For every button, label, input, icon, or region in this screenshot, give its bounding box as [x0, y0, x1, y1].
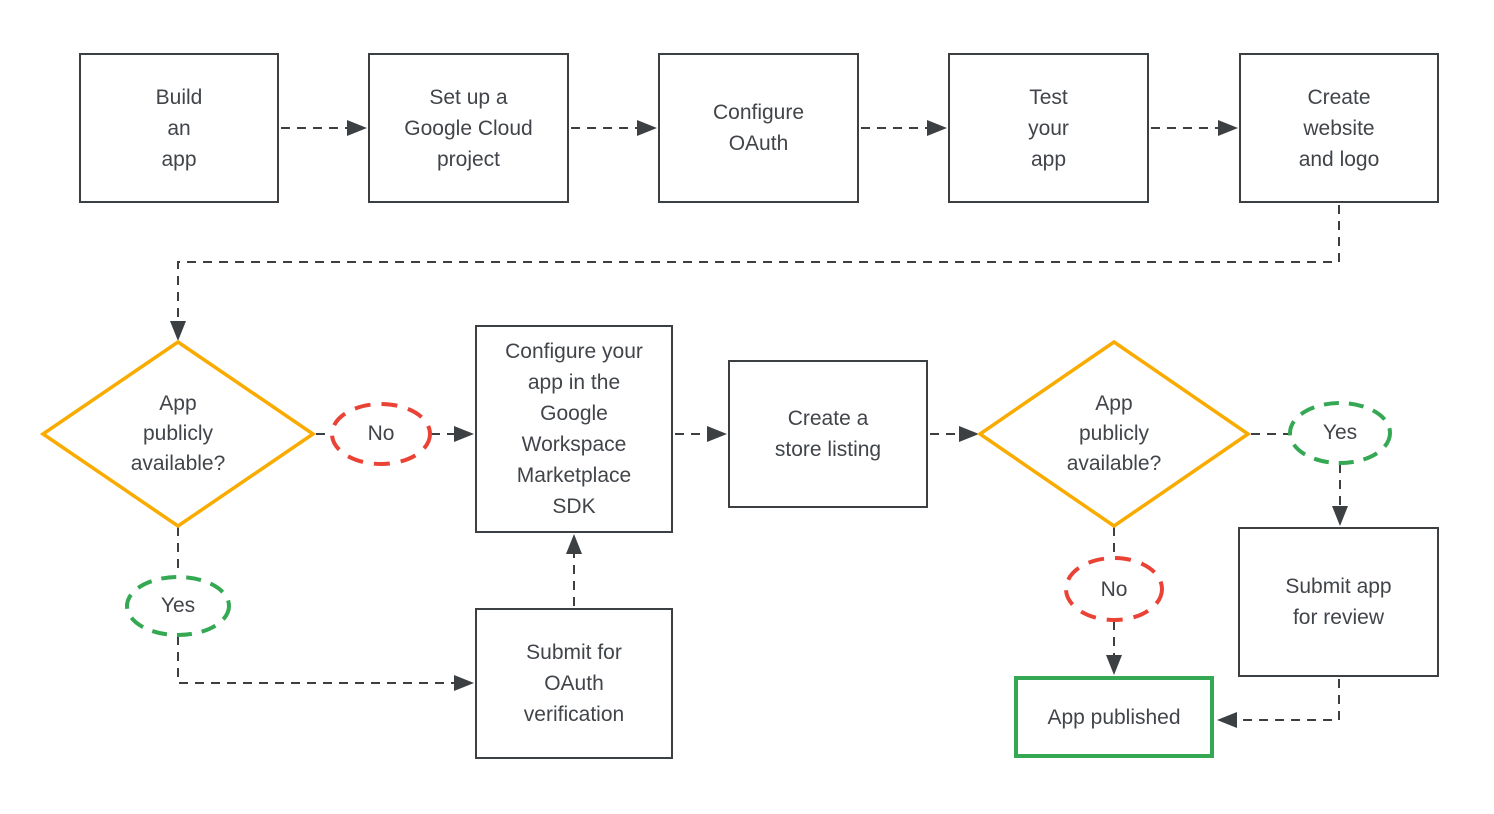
no-ellipse-2 [1064, 556, 1164, 622]
no-label-2: No [1100, 578, 1128, 601]
decision-label-app-publicly-available-1: App publicly available? [130, 392, 226, 475]
node-setup-google-cloud-project: Set up a Google Cloud project [368, 53, 569, 203]
yes-label-2: Yes [1322, 421, 1358, 444]
yes-label-1: Yes [160, 594, 196, 617]
node-app-published: App published [1014, 676, 1214, 758]
node-create-store-listing: Create a store listing [728, 360, 928, 508]
node-build-app: Build an app [79, 53, 279, 203]
node-submit-oauth-verification: Submit for OAuth verification [475, 608, 673, 759]
node-configure-marketplace-sdk: Configure your app in the Google Workspa… [475, 325, 673, 533]
yes-ellipse-1 [125, 575, 231, 637]
connector-website-to-decision1 [170, 205, 1340, 341]
decision-diamond-1 [39, 339, 317, 529]
connector-submit-review-to-published [1217, 679, 1340, 728]
connector-yes-to-oauth-verification [177, 636, 474, 691]
node-submit-app-for-review: Submit app for review [1238, 527, 1439, 677]
node-create-website-and-logo: Create website and logo [1239, 53, 1439, 203]
decision-label-app-publicly-available-2: App publicly available? [1066, 392, 1162, 475]
decision-diamond-2 [976, 339, 1252, 529]
node-test-your-app: Test your app [948, 53, 1149, 203]
no-ellipse-1 [330, 402, 432, 466]
no-label-1: No [367, 422, 395, 445]
node-configure-oauth: Configure OAuth [658, 53, 859, 203]
yes-ellipse-2 [1288, 401, 1392, 465]
